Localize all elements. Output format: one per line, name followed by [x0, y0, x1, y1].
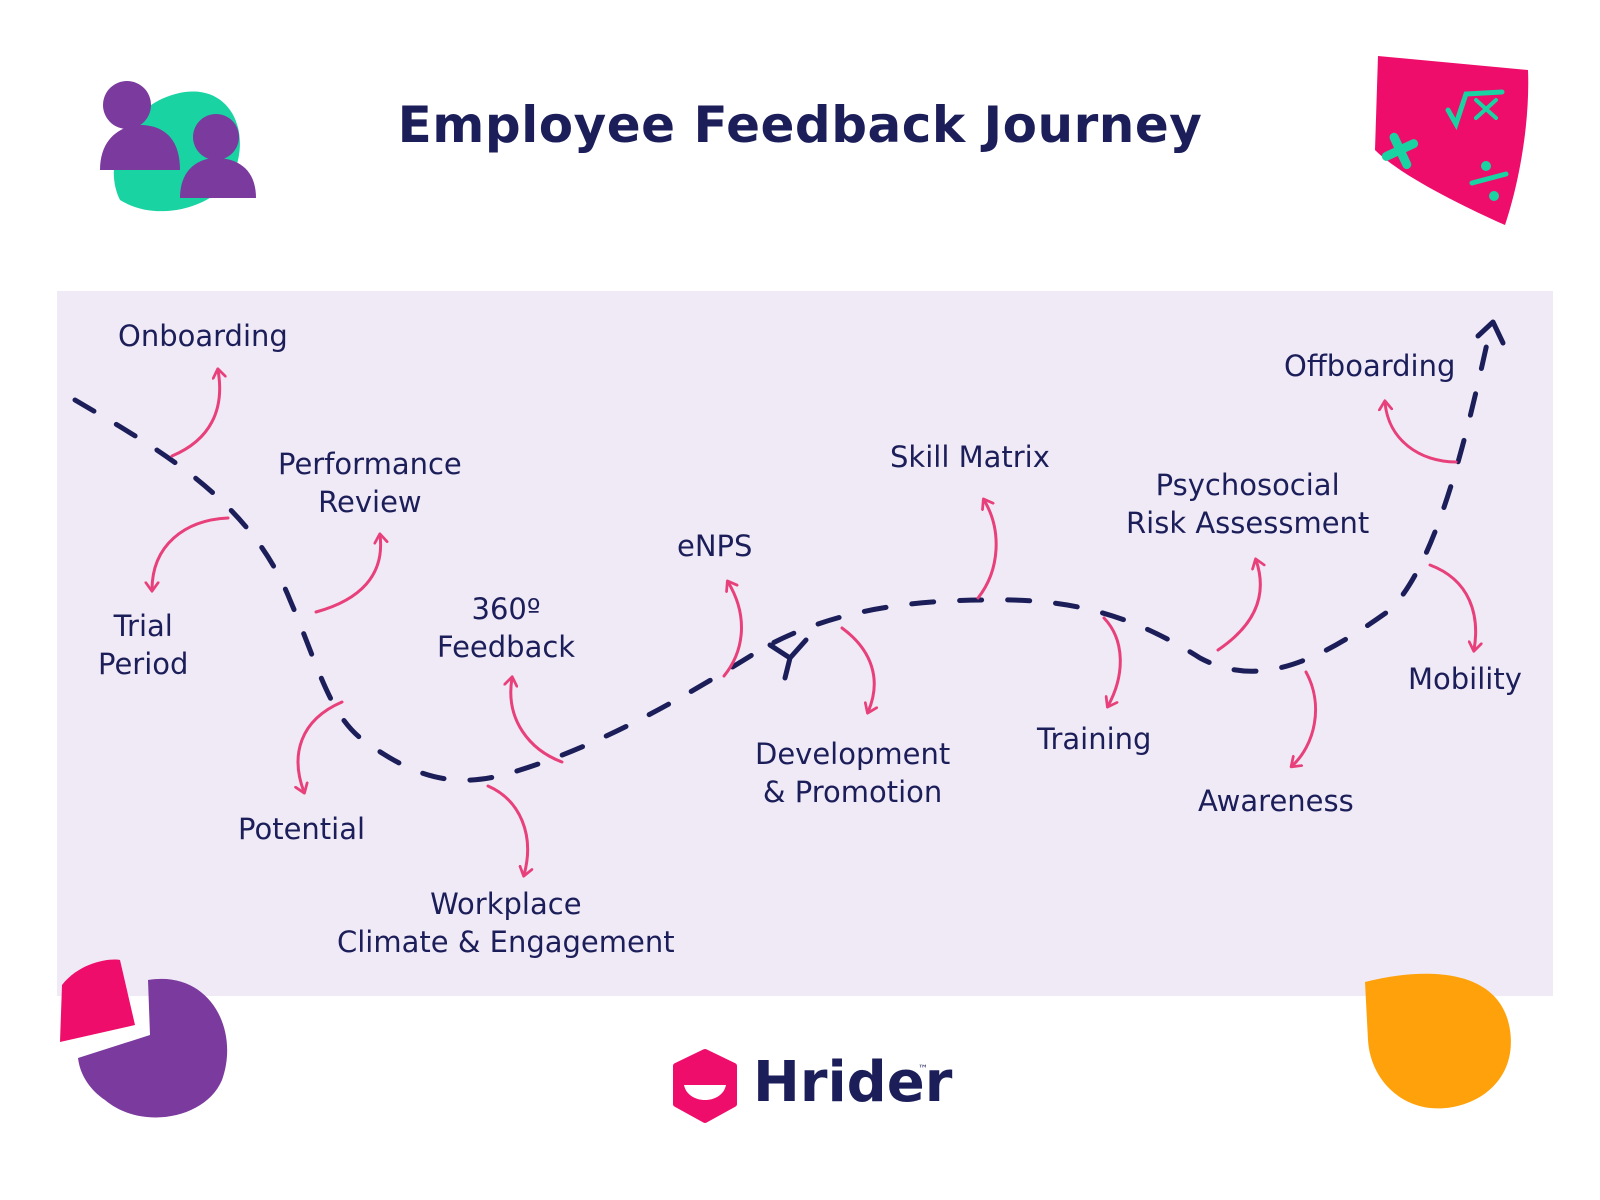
arrow-awareness: [1292, 670, 1318, 766]
brand-name: Hrider: [753, 1050, 953, 1115]
arrow-360: [511, 678, 564, 764]
hrider-logo-icon: [673, 1049, 737, 1123]
stage-label-line: Period: [98, 647, 189, 681]
stage-development-promotion: Development & Promotion: [755, 735, 950, 811]
stage-mobility: Mobility: [1408, 662, 1522, 696]
stage-label-line: Performance: [278, 447, 462, 481]
stage-potential: Potential: [238, 812, 366, 846]
arrow-skill-matrix: [976, 500, 998, 600]
arrow-potential: [298, 700, 344, 792]
stage-offboarding: Offboarding: [1284, 349, 1456, 383]
stage-label-line: Psychosocial: [1155, 468, 1340, 502]
arrow-trial-period: [152, 516, 230, 590]
arrow-psychosocial: [1216, 560, 1260, 652]
stage-label-line: Trial: [113, 609, 173, 643]
arrow-mobility: [1428, 563, 1476, 650]
drop-icon: [1365, 973, 1511, 1109]
math-icon: [1375, 56, 1529, 225]
path-end-arrow-icon: [1475, 319, 1506, 346]
arrow-development: [840, 626, 874, 712]
stage-label-line: & Promotion: [762, 775, 943, 809]
arrow-training: [1102, 616, 1122, 706]
arrow-workplace: [486, 784, 528, 875]
stage-label-line: Development: [755, 737, 951, 771]
arrow-offboarding: [1385, 402, 1458, 464]
brand-trademark: ™: [918, 1064, 928, 1075]
people-icon: [100, 81, 256, 212]
stage-label-line: Feedback: [437, 630, 576, 664]
arrow-enps: [722, 582, 743, 678]
stage-label-line: Climate & Engagement: [337, 925, 675, 959]
stage-skill-matrix: Skill Matrix: [890, 440, 1050, 474]
journey-path: [72, 327, 1493, 783]
stage-training: Training: [1037, 722, 1152, 756]
arrow-performance-review: [314, 535, 381, 614]
pie-chart-icon: [60, 959, 228, 1118]
page-title: Employee Feedback Journey: [397, 96, 1203, 154]
stage-label-line: Review: [318, 485, 422, 519]
stage-awareness: Awareness: [1198, 784, 1354, 818]
stage-label-line: Workplace: [430, 887, 582, 921]
stage-enps: eNPS: [677, 529, 753, 563]
path-split-icon: [767, 637, 809, 681]
stage-onboarding: Onboarding: [118, 319, 288, 353]
stage-label-line: Risk Assessment: [1126, 506, 1370, 540]
stage-label-line: 360º: [471, 592, 541, 626]
arrow-onboarding: [170, 370, 220, 458]
